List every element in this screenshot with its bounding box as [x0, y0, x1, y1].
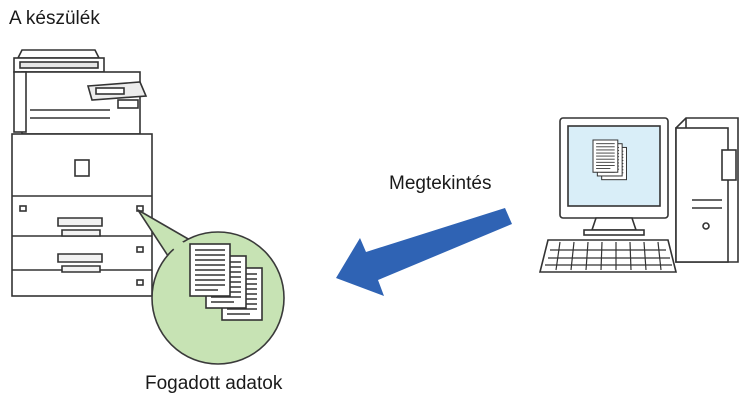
- view-label: Megtekintés: [389, 173, 492, 194]
- device-label: A készülék: [9, 8, 100, 29]
- received-data-label: Fogadott adatok: [145, 373, 283, 394]
- arrow-icon: [336, 208, 512, 296]
- received-data-bubble: [137, 209, 285, 365]
- printer-icon: [11, 49, 153, 297]
- computer-icon: [538, 117, 739, 273]
